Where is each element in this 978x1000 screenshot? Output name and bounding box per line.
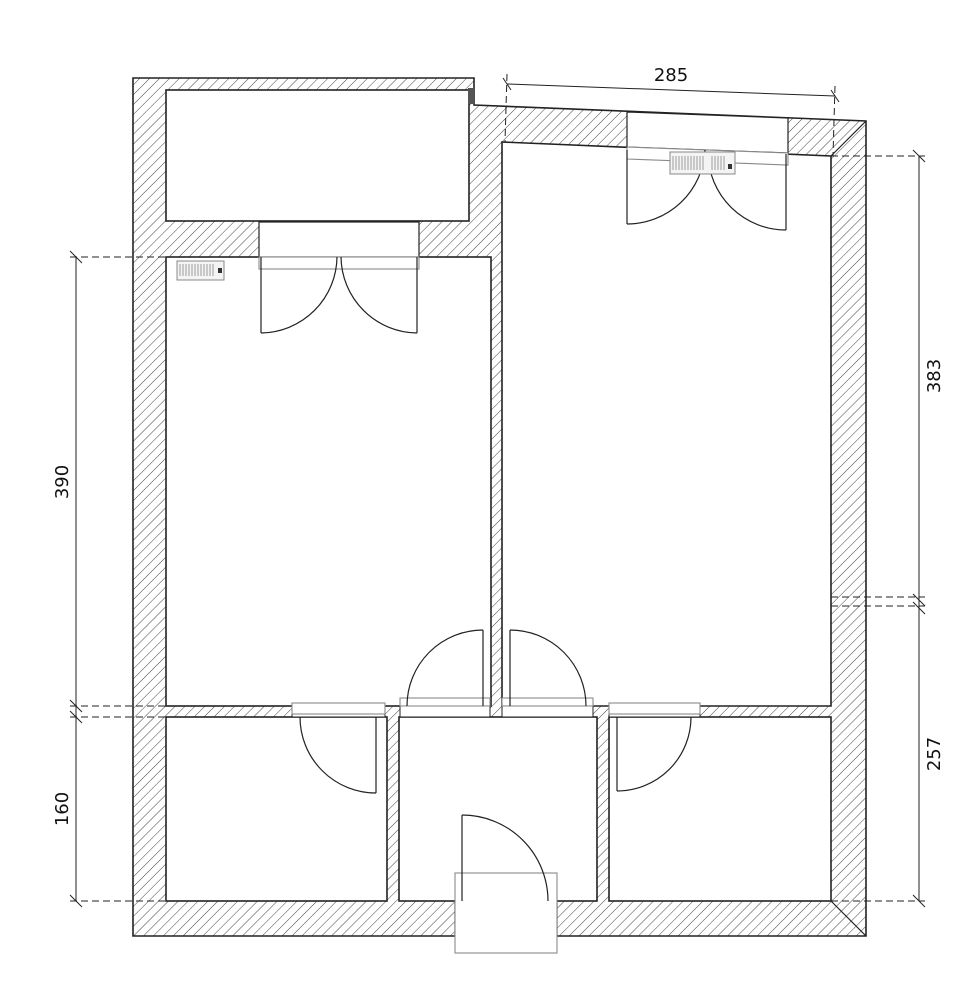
corner-line-bottom	[830, 900, 867, 937]
dimension-top: 285	[502, 65, 840, 157]
hallway	[398, 716, 598, 902]
doors	[260, 149, 787, 902]
living-room	[165, 256, 492, 707]
storage-room	[165, 89, 470, 222]
rooms	[165, 89, 832, 902]
door-toilet	[616, 716, 692, 792]
dimension-label-left-lower: 160	[52, 792, 73, 826]
radiator-living	[176, 260, 225, 281]
radiators	[176, 151, 736, 281]
door-entrance	[461, 814, 549, 902]
dimension-label-right-upper: 383	[924, 359, 945, 393]
toilet	[608, 716, 832, 902]
opening-bedroom-hall	[501, 705, 594, 718]
door-living-double	[260, 256, 418, 334]
radiator-bedroom	[669, 151, 736, 175]
dimension-label-right-lower: 257	[924, 737, 945, 771]
dimension-right: 383 257	[831, 149, 945, 908]
bathroom	[165, 716, 388, 902]
corner-line-top	[830, 120, 867, 157]
opening-living-top	[258, 221, 420, 258]
door-bathroom	[299, 716, 377, 794]
door-living-hall	[406, 629, 484, 707]
column-marker	[468, 88, 474, 104]
door-bedroom-hall	[509, 629, 587, 707]
bedroom	[501, 141, 832, 707]
opening-living-hall	[399, 705, 491, 718]
dimension-label-left-upper: 390	[52, 465, 73, 499]
dimension-left: 390 160	[52, 250, 166, 908]
opening-bedroom-top	[626, 111, 789, 154]
openings	[258, 111, 789, 954]
dimension-label-top: 285	[654, 65, 688, 86]
